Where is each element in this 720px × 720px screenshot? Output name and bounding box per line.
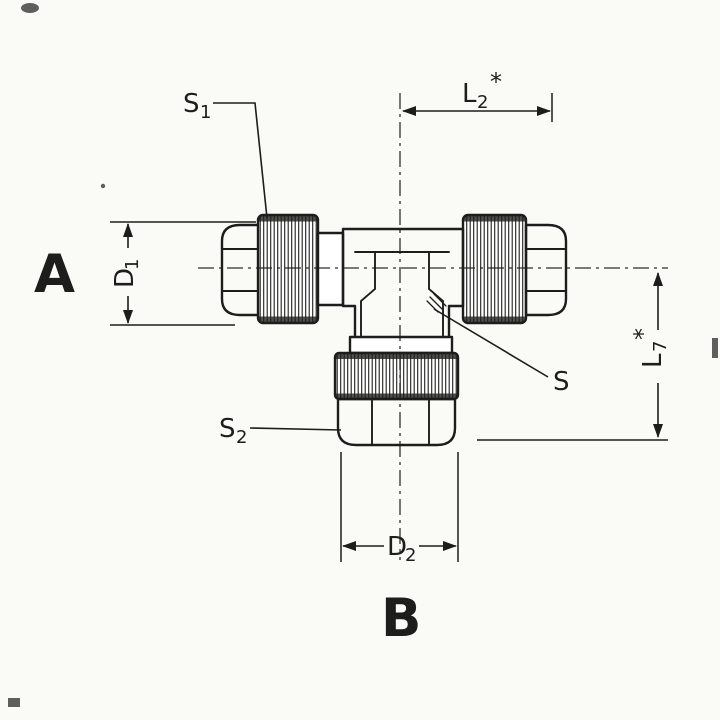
view-label-a: A: [34, 244, 75, 305]
s2-leader-line: [249, 427, 342, 431]
dimension-l2: L 2 *: [402, 68, 553, 122]
right-knurl-top-band: [464, 216, 525, 222]
l7-label: L 7 *: [629, 328, 671, 368]
tee-body: [341, 227, 465, 341]
scan-artifact: [21, 3, 39, 13]
callout-s1: S 1: [183, 89, 268, 219]
left-coupling-nut: [220, 213, 345, 325]
left-knurl-top-band: [259, 216, 317, 222]
dimension-d2: D 2: [340, 452, 459, 566]
scan-artifact: [100, 183, 106, 189]
d2-label-subscript: 2: [405, 545, 416, 566]
bottom-collar: [348, 335, 454, 355]
scan-artifacts: [8, 3, 718, 707]
right-hex-flat-lines: [525, 248, 566, 292]
left-hex-flat-lines: [222, 248, 261, 292]
centerlines: [198, 93, 668, 560]
right-coupling-nut: [461, 213, 568, 325]
scan-artifact: [8, 698, 20, 707]
l7-label-asterisk: *: [629, 328, 657, 340]
left-knurl-bottom-band: [259, 316, 317, 322]
bottom-knurl-top-band: [336, 354, 457, 359]
callout-s2: S 2: [219, 414, 342, 448]
bore-left-line: [360, 251, 376, 340]
view-label-b: B: [381, 588, 421, 649]
s1-leader-line: [213, 102, 268, 219]
right-knurl-bottom-band: [464, 316, 525, 322]
l7-label-main: L: [638, 353, 668, 368]
left-collar: [316, 231, 345, 307]
l2-label-asterisk: *: [490, 68, 502, 96]
bottom-coupling-nut: [333, 335, 460, 447]
dimension-d1: D 1: [110, 221, 256, 326]
bottom-knurled-ring: [333, 351, 460, 401]
bottom-hex-nut-outline: [336, 397, 457, 447]
s-label-main: S: [553, 367, 570, 397]
left-knurled-ring: [256, 213, 320, 325]
d1-label-subscript: 1: [122, 259, 143, 270]
s-leader-line: [433, 308, 549, 378]
s1-label-main: S: [183, 89, 200, 119]
tee-body-outline: [341, 227, 465, 341]
d2-label-main: D: [387, 532, 407, 562]
callout-s: S: [433, 308, 570, 397]
d1-label: D 1: [110, 259, 143, 288]
l7-label-subscript: 7: [650, 341, 671, 352]
right-hex-nut-outline: [524, 223, 568, 317]
d1-label-main: D: [110, 268, 140, 288]
right-knurled-ring: [461, 213, 528, 325]
dimension-l7: L 7 *: [477, 272, 671, 441]
s1-label-subscript: 1: [200, 102, 211, 123]
l2-label-subscript: 2: [477, 92, 488, 113]
bottom-knurl-bottom-band: [336, 393, 457, 399]
left-hex-nut-outline: [220, 223, 262, 317]
scan-artifact: [712, 338, 718, 358]
bottom-hex-flat-lines: [371, 399, 430, 446]
bore-right-line: [428, 251, 444, 340]
l2-label-main: L: [462, 79, 477, 109]
s2-label-subscript: 2: [236, 427, 247, 448]
s2-label-main: S: [219, 414, 236, 444]
